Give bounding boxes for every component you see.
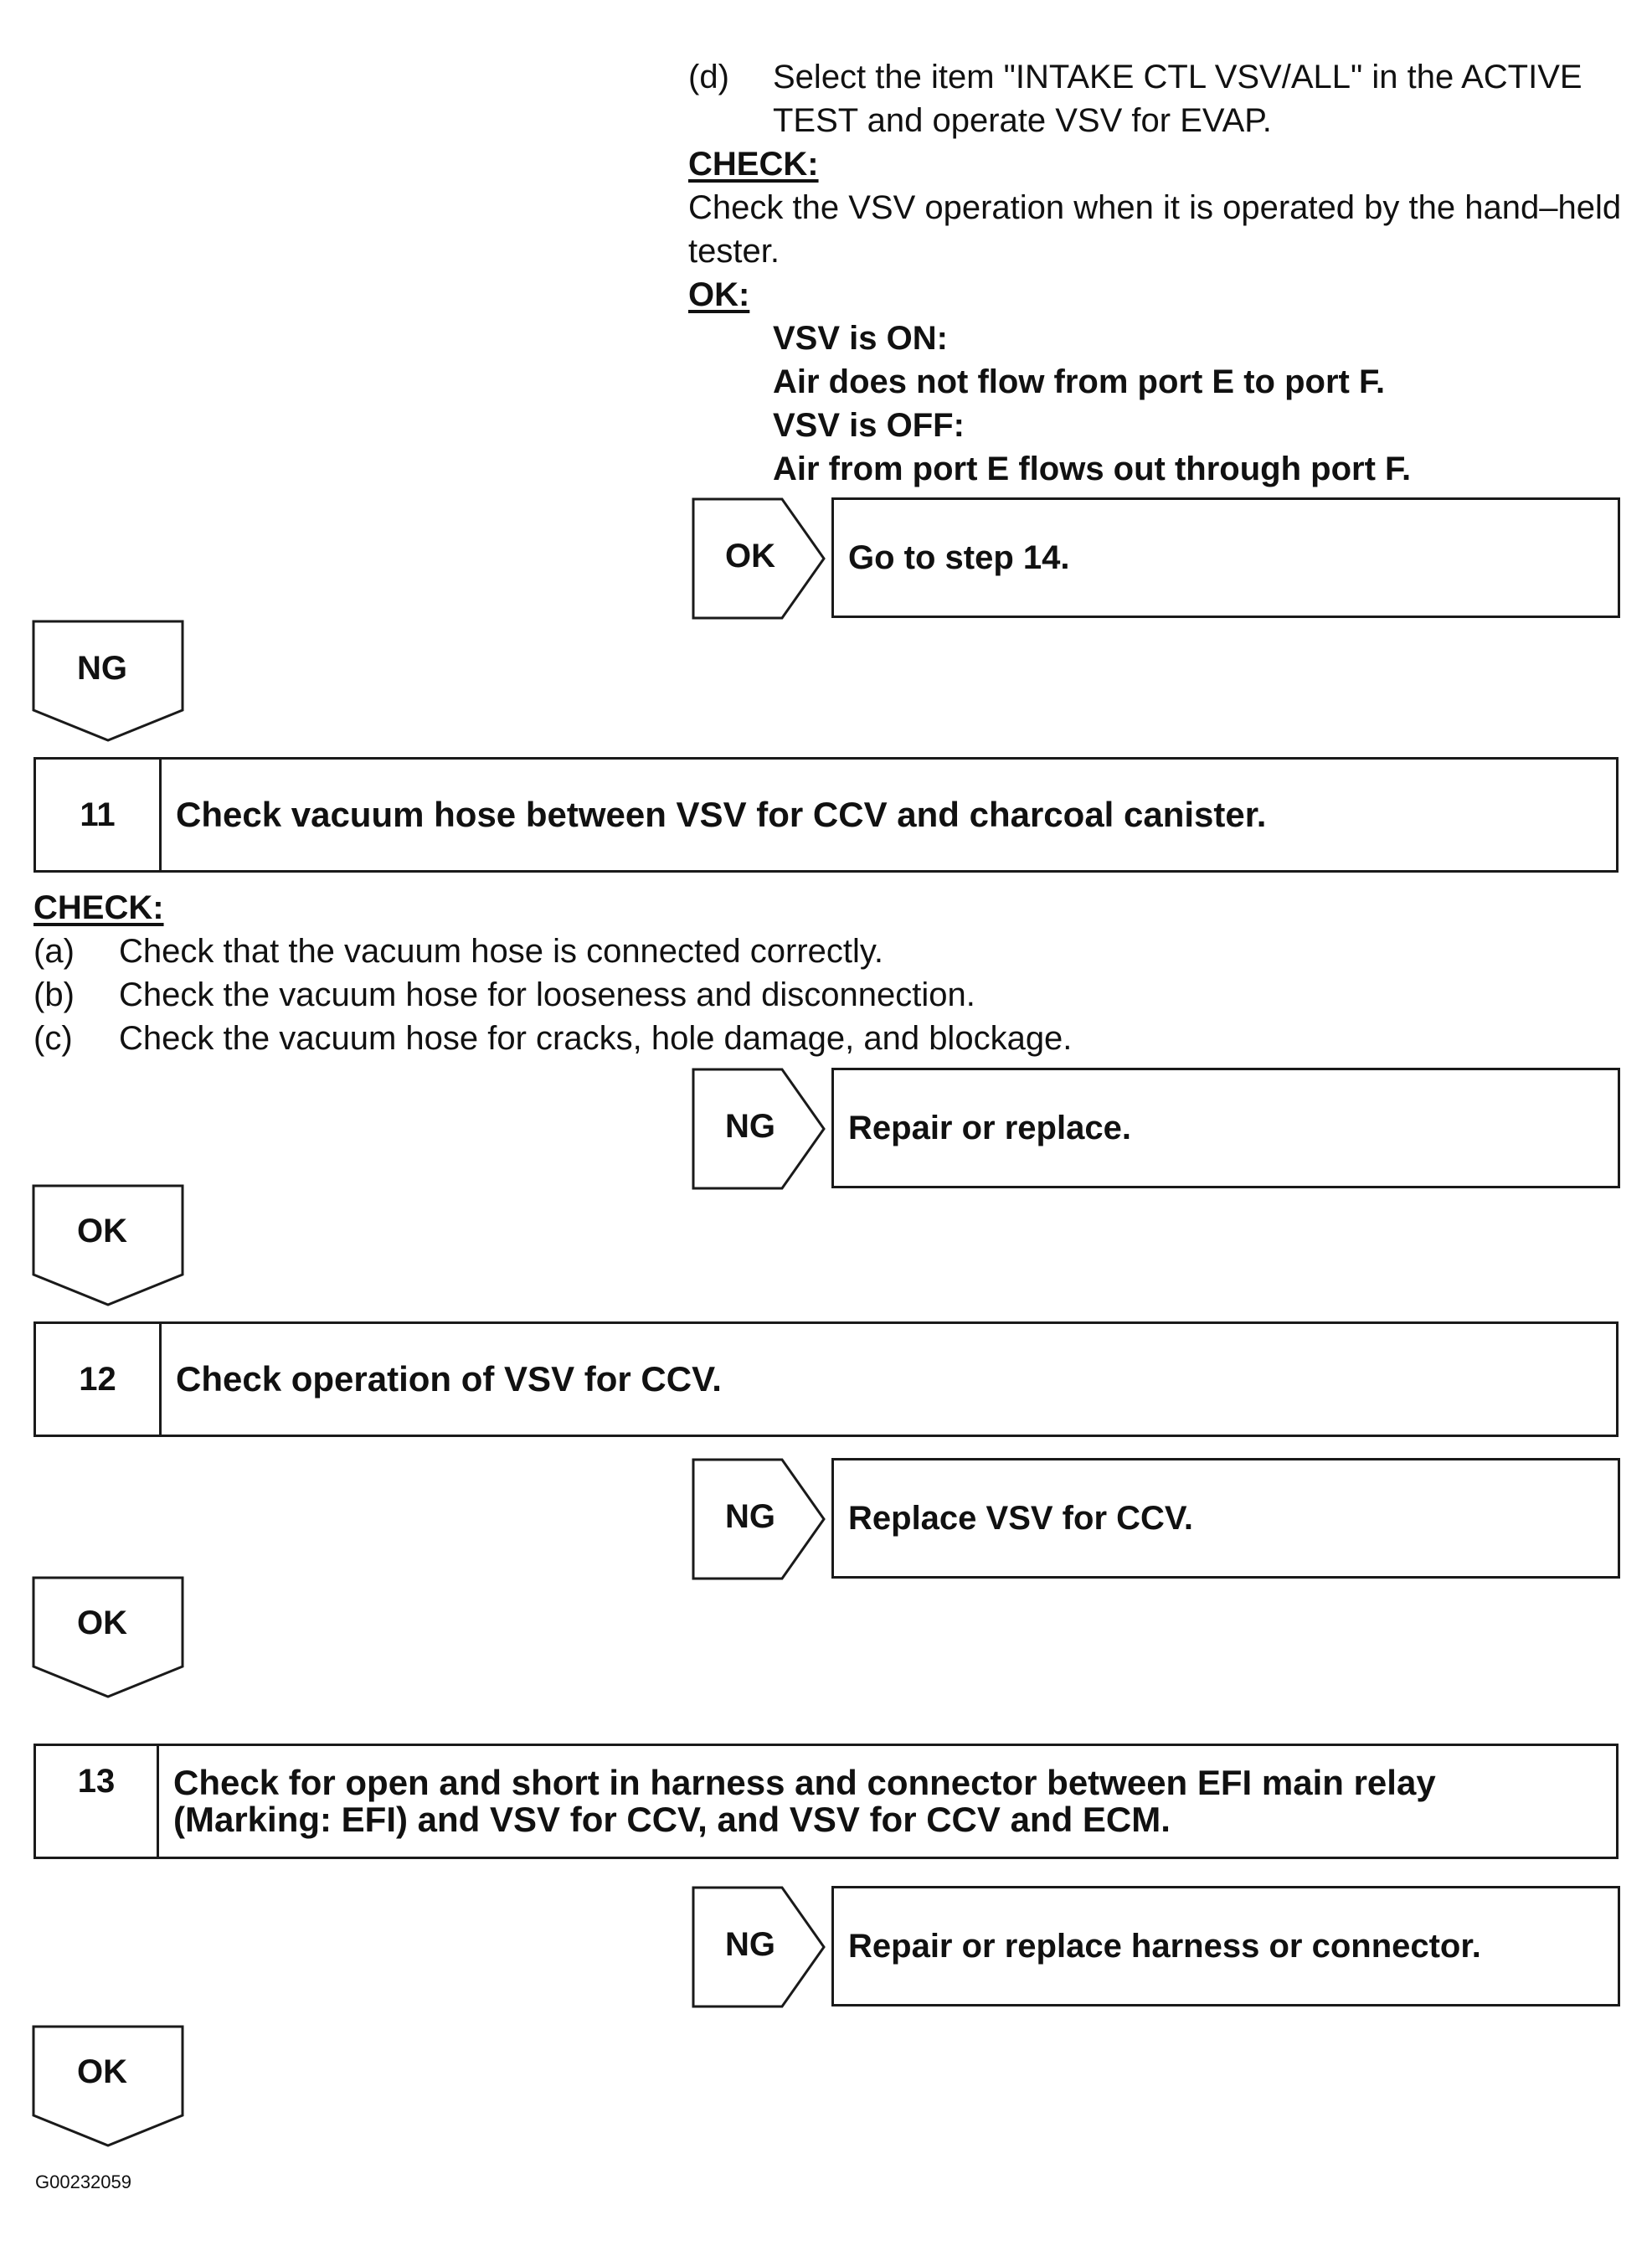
step-11-item-c-marker: (c) (33, 1020, 73, 1057)
step-11-title: Check vacuum hose between VSV for CCV an… (176, 795, 1267, 834)
ng-down-tag: NG (77, 650, 127, 687)
repair-or-replace-box: Repair or replace. (831, 1068, 1620, 1188)
step-11-item-a-marker: (a) (33, 933, 75, 970)
step-11-ng-tag: NG (725, 1108, 775, 1145)
ok-tag: OK (725, 538, 775, 574)
step-12-ok-down-tag: OK (77, 1605, 127, 1641)
step-d-text-line1: Select the item "INTAKE CTL VSV/ALL" in … (773, 59, 1583, 95)
step-13-title-line2: (Marking: EFI) and VSV for CCV, and VSV … (173, 1800, 1171, 1839)
step-11-item-a-text: Check that the vacuum hose is connected … (119, 933, 884, 970)
ok-condition-vsv-off: VSV is OFF: (773, 407, 965, 444)
step-13-ok-down-tag: OK (77, 2053, 127, 2090)
go-to-step-14-text: Go to step 14. (848, 538, 1070, 576)
step-12-number: 12 (36, 1324, 162, 1435)
step-11-item-c-text: Check the vacuum hose for cracks, hole d… (119, 1020, 1073, 1057)
ok-condition-vsv-off-result: Air from port E flows out through port F… (773, 451, 1412, 487)
step-13-ng-right-arrow-icon (692, 1886, 826, 2008)
check-text-line2: tester. (688, 233, 780, 270)
replace-vsv-text: Replace VSV for CCV. (848, 1499, 1194, 1537)
step-12-ng-tag: NG (725, 1498, 775, 1535)
step-13-ng-tag: NG (725, 1926, 775, 1963)
figure-id: G00232059 (35, 2171, 131, 2192)
ok-condition-vsv-on: VSV is ON: (773, 320, 948, 357)
ok-condition-vsv-on-result: Air does not flow from port E to port F. (773, 363, 1386, 400)
check-text-line1: Check the VSV operation when it is opera… (688, 189, 1622, 226)
ok-right-arrow-icon (692, 497, 826, 620)
step-12-title: Check operation of VSV for CCV. (176, 1359, 722, 1399)
step-13-title: Check for open and short in harness and … (159, 1746, 1616, 1857)
step-11-ok-down-arrow-icon (32, 1184, 184, 1306)
step-d-marker: (d) (688, 59, 729, 95)
step-11-item-b-text: Check the vacuum hose for looseness and … (119, 976, 975, 1013)
go-to-step-14-box: Go to step 14. (831, 497, 1620, 618)
ok-heading: OK: (688, 276, 750, 313)
ng-down-arrow-icon (32, 620, 184, 742)
step-13-title-line1: Check for open and short in harness and … (173, 1763, 1436, 1802)
step-11-ok-down-tag: OK (77, 1213, 127, 1249)
step-d-text-line2: TEST and operate VSV for EVAP. (773, 102, 1272, 139)
step-11-check-heading: CHECK: (33, 889, 164, 926)
step-11-number: 11 (36, 760, 162, 870)
step-12-ng-right-arrow-icon (692, 1458, 826, 1580)
step-12-header: 12 Check operation of VSV for CCV. (33, 1321, 1619, 1437)
check-heading: CHECK: (688, 146, 819, 183)
step-13-number: 13 (36, 1746, 159, 1857)
step-12-ok-down-arrow-icon (32, 1576, 184, 1698)
step-11-ng-right-arrow-icon (692, 1068, 826, 1190)
step-13-header: 13 Check for open and short in harness a… (33, 1744, 1619, 1859)
step-13-ok-down-arrow-icon (32, 2025, 184, 2147)
repair-or-replace-text: Repair or replace. (848, 1109, 1131, 1146)
step-11-header: 11 Check vacuum hose between VSV for CCV… (33, 757, 1619, 873)
step-11-item-b-marker: (b) (33, 976, 75, 1013)
replace-vsv-box: Replace VSV for CCV. (831, 1458, 1620, 1579)
repair-harness-box: Repair or replace harness or connector. (831, 1886, 1620, 2006)
repair-harness-text: Repair or replace harness or connector. (848, 1927, 1481, 1965)
